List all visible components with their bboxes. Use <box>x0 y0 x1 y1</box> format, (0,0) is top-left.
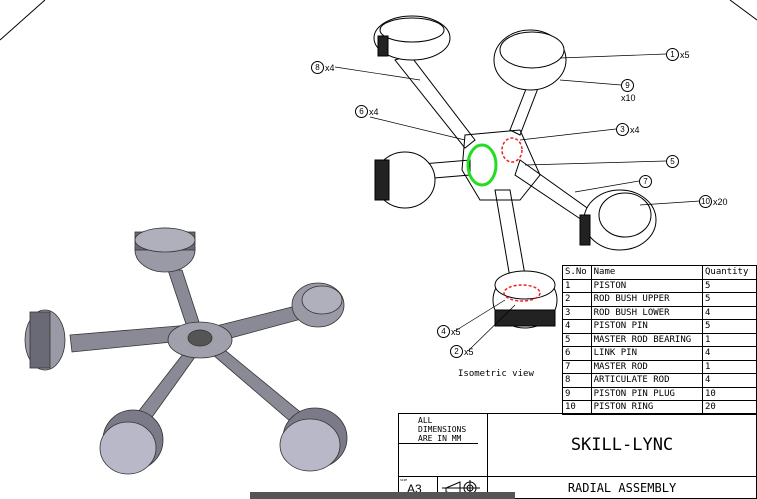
cell-name: MASTER ROD <box>590 359 704 374</box>
master-rod-bearing-highlight <box>466 143 498 187</box>
drawing-title: RADIAL ASSEMBLY <box>487 476 757 499</box>
cell-quantity: 4 <box>702 373 757 388</box>
cell-name: PISTON RING <box>590 400 704 415</box>
cell-quantity: 5 <box>702 319 757 334</box>
balloon-number: 1 <box>666 48 679 61</box>
cell-quantity: 1 <box>702 332 757 347</box>
balloon-number: 2 <box>450 345 463 358</box>
cell-quantity: 10 <box>702 386 757 401</box>
balloon-qty: x20 <box>713 196 728 207</box>
balloon-number: 9 <box>621 79 634 92</box>
cell-name: PISTON <box>590 278 704 293</box>
balloon-qty: x5 <box>680 49 690 60</box>
cell-name: PISTON PIN PLUG <box>590 386 704 401</box>
balloon-qty: x5 <box>464 346 474 357</box>
balloon-number: 8 <box>311 61 324 74</box>
cell-name: LINK PIN <box>590 346 704 361</box>
cell-sno: 7 <box>562 359 592 374</box>
cell-quantity: 4 <box>702 305 757 320</box>
cell-name: ARTICULATE ROD <box>590 373 704 388</box>
balloon-number: 5 <box>666 155 679 168</box>
frame-line <box>729 0 757 21</box>
cell-quantity: 5 <box>702 278 757 293</box>
balloon-number: 7 <box>639 175 652 188</box>
isometric-assembly-shaded <box>24 227 348 475</box>
header-sno: S.No <box>562 265 592 280</box>
balloon-number: 4 <box>437 325 450 338</box>
cell-quantity: 1 <box>702 359 757 374</box>
cell-name: ROD BUSH UPPER <box>590 292 704 307</box>
balloon-qty: x4 <box>630 124 640 135</box>
cell-sno: 6 <box>562 346 592 361</box>
header-quantity: Quantity <box>702 265 757 280</box>
balloon-qty: x5 <box>451 326 461 337</box>
cell-sno: 10 <box>562 400 592 415</box>
balloon-number: 3 <box>616 123 629 136</box>
rod-bush-highlight <box>501 137 523 163</box>
balloon-qty: x4 <box>369 106 379 117</box>
cell-sno: 2 <box>562 292 592 307</box>
balloon-number: 6 <box>355 105 368 118</box>
frame-line <box>0 0 46 41</box>
scrollbar[interactable] <box>250 492 515 499</box>
dimensions-note: ALL DIMENSIONS ARE IN MM <box>398 413 478 444</box>
piston-pin-highlight <box>503 284 541 302</box>
header-name: Name <box>590 265 704 280</box>
cell-name: ROD BUSH LOWER <box>590 305 704 320</box>
cell-quantity: 4 <box>702 346 757 361</box>
cell-sno: 5 <box>562 332 592 347</box>
balloon-5: 5 <box>666 155 679 168</box>
balloon-7: 7 <box>639 175 652 188</box>
company-name: SKILL-LYNC <box>570 435 674 455</box>
cell-sno: 4 <box>562 319 592 334</box>
cell-sno: 9 <box>562 386 592 401</box>
cell-sno: 3 <box>562 305 592 320</box>
balloon-number: 10 <box>699 195 712 208</box>
cell-quantity: 20 <box>702 400 757 415</box>
view-label: Isometric view <box>458 369 534 379</box>
cell-quantity: 5 <box>702 292 757 307</box>
cell-sno: 8 <box>562 373 592 388</box>
size-label: SIZE <box>400 478 408 482</box>
cell-name: MASTER ROD BEARING <box>590 332 704 347</box>
balloon-qty: x10 <box>621 93 636 103</box>
cell-name: PISTON PIN <box>590 319 704 334</box>
cell-sno: 1 <box>562 278 592 293</box>
note-cell: ALL DIMENSIONS ARE IN MM <box>398 413 488 477</box>
leader-lines <box>334 53 701 352</box>
bom-header: S.No Name Quantity <box>562 265 757 280</box>
balloon-qty: x4 <box>325 62 335 73</box>
